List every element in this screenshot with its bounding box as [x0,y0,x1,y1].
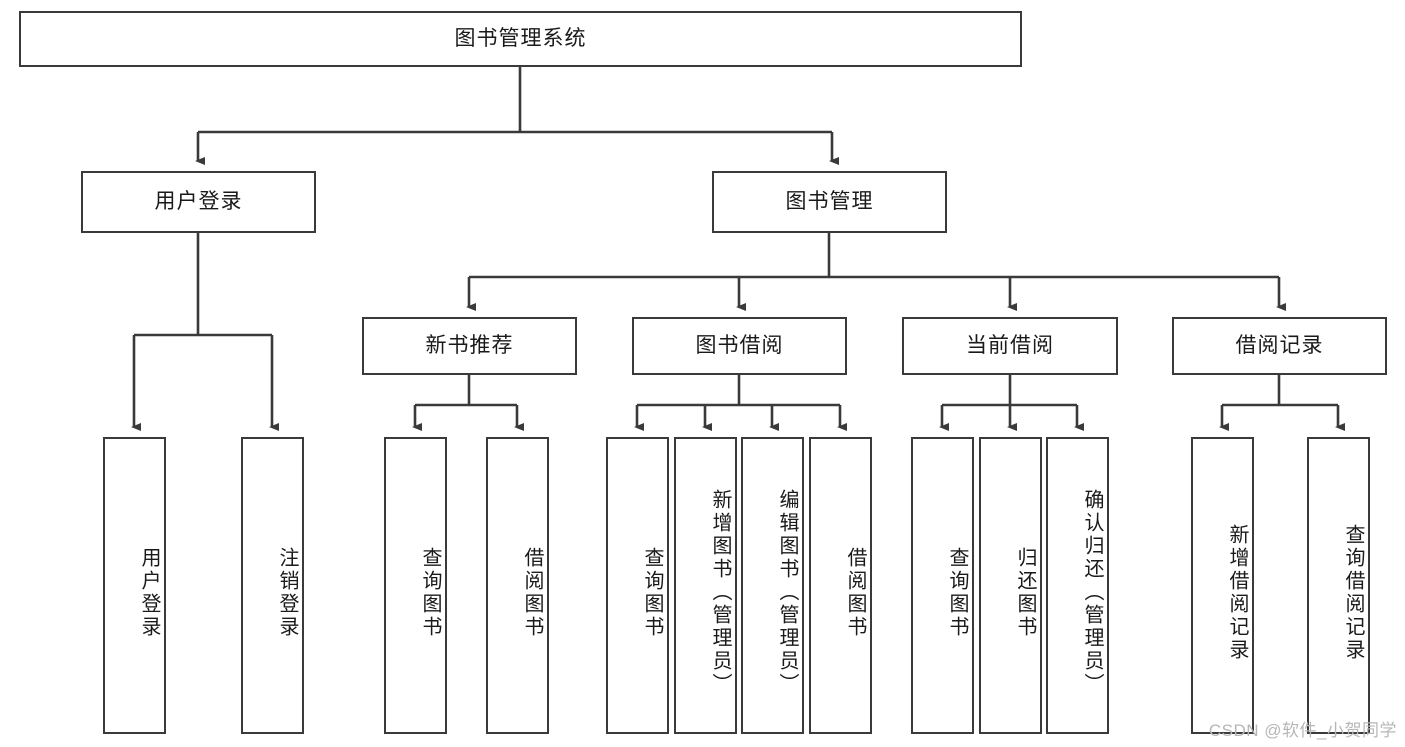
leaf-label: 查询借阅记录 [1342,523,1364,662]
node-book-borrow[interactable]: 图书借阅 [632,317,847,375]
node-new-book-recommend[interactable]: 新书推荐 [362,317,577,375]
leaf-label: 新增借阅记录 [1226,523,1248,662]
node-user-login[interactable]: 用户登录 [81,171,316,233]
leaf-borrow-edit-book-admin[interactable]: 编辑图书（管理员） [741,437,804,734]
leaf-label: 归还图书 [1014,546,1036,639]
leaf-label: 查询图书 [419,546,441,639]
leaf-label: 编辑图书（管理员） [776,489,798,696]
node-book-management[interactable]: 图书管理 [712,171,947,233]
leaf-label: 确认归还（管理员） [1081,489,1103,696]
leaf-borrow-borrow-book[interactable]: 借阅图书 [809,437,872,734]
leaf-current-query-book[interactable]: 查询图书 [911,437,974,734]
node-current-borrow[interactable]: 当前借阅 [902,317,1118,375]
leaf-current-confirm-return-admin[interactable]: 确认归还（管理员） [1046,437,1109,734]
leaf-label: 借阅图书 [521,546,543,639]
node-root-system[interactable]: 图书管理系统 [19,11,1022,67]
node-borrow-record[interactable]: 借阅记录 [1172,317,1387,375]
leaf-current-return-book[interactable]: 归还图书 [979,437,1042,734]
leaf-label: 查询图书 [641,546,663,639]
leaf-label: 注销登录 [276,546,298,639]
csdn-watermark: CSDN @软件_小贺同学 [1208,721,1397,740]
leaf-borrow-add-book-admin[interactable]: 新增图书（管理员） [674,437,737,734]
leaf-user-login-login[interactable]: 用户登录 [103,437,166,734]
leaf-label: 查询图书 [946,546,968,639]
leaf-borrow-query-book[interactable]: 查询图书 [606,437,669,734]
leaf-record-add[interactable]: 新增借阅记录 [1191,437,1254,734]
leaf-record-query[interactable]: 查询借阅记录 [1307,437,1370,734]
leaf-label: 用户登录 [138,546,160,639]
leaf-new-book-borrow[interactable]: 借阅图书 [486,437,549,734]
leaf-label: 借阅图书 [844,546,866,639]
leaf-user-login-logout[interactable]: 注销登录 [241,437,304,734]
leaf-label: 新增图书（管理员） [709,489,731,696]
leaf-new-book-query[interactable]: 查询图书 [384,437,447,734]
